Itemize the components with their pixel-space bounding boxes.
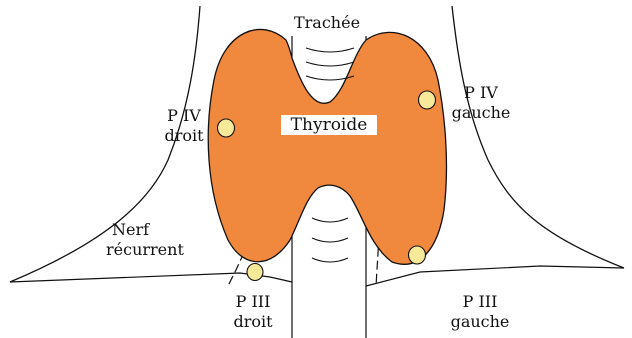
- parathyroid-iii-left: [409, 246, 426, 264]
- label-nerve-line1: Nerf: [106, 220, 206, 240]
- parathyroid-iv-right: [218, 119, 235, 137]
- label-piv-left-line2: gauche: [443, 103, 519, 123]
- label-piv-left: P IV gauche: [443, 83, 519, 123]
- label-piii-right: P III droit: [218, 292, 288, 332]
- label-recurrent-nerve: Nerf récurrent: [106, 220, 206, 260]
- neck-outline-right: [452, 6, 624, 268]
- parathyroid-iv-left: [419, 91, 436, 109]
- label-piii-right-line2: droit: [218, 312, 288, 332]
- label-trachea: Trachée: [289, 13, 365, 33]
- clavicle-line: [10, 266, 624, 286]
- label-piv-right-line2: droit: [156, 126, 212, 146]
- label-piv-right: P IV droit: [156, 106, 212, 146]
- label-piii-right-line1: P III: [218, 292, 288, 312]
- label-thyroid: Thyroide: [281, 115, 377, 135]
- label-piii-left-line2: gauche: [435, 312, 525, 332]
- label-piii-left: P III gauche: [435, 292, 525, 332]
- label-piv-right-line1: P IV: [156, 106, 212, 126]
- label-nerve-line2: récurrent: [106, 240, 206, 260]
- thyroid-gland: [208, 29, 446, 264]
- trachea-rings-lower: [312, 218, 348, 262]
- trachea-rings-upper: [306, 48, 354, 80]
- label-piii-left-line1: P III: [435, 292, 525, 312]
- label-piv-left-line1: P IV: [443, 83, 519, 103]
- parathyroid-iii-right: [247, 264, 263, 281]
